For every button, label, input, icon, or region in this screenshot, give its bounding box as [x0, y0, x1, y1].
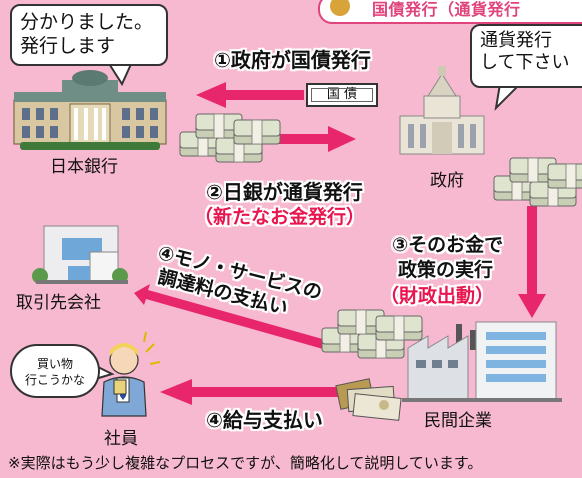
banner-title: 国債発行（通貨発行: [372, 0, 521, 19]
label-supplier: 取引先会社: [16, 293, 101, 313]
money-bundle-icon: [322, 310, 422, 358]
boj-speech-bubble: 分かりました。 発行します: [10, 4, 168, 66]
step-2-subcaption: （新たなお金発行）: [194, 206, 366, 228]
label-company: 民間企業: [424, 411, 492, 431]
government-bond-slip: 国 債: [306, 83, 378, 107]
supplier-building-icon: [32, 225, 128, 284]
employee-icon: [101, 331, 161, 417]
step-2-caption: ②日銀が通貨発行: [206, 180, 363, 204]
boj-building-icon: [13, 70, 167, 150]
title-banner: [318, 0, 582, 24]
employee-bubble-line1: 買い物: [36, 357, 73, 371]
government-building-icon: [399, 66, 485, 155]
step-3-subcaption: （財政出動）: [380, 285, 495, 307]
money-bundle-icon: [180, 114, 280, 162]
label-employee: 社員: [104, 429, 138, 449]
boj-bubble-line1: 分かりました。: [20, 11, 154, 33]
gov-bubble-line2: して下さい: [480, 52, 570, 73]
gov-bubble-line1: 通貨発行: [480, 30, 552, 51]
label-government: 政府: [430, 171, 464, 191]
footnote: ※実際はもう少し複雑なプロセスですが、簡略化して説明しています。: [8, 454, 483, 472]
factory-building-icon: [402, 321, 562, 402]
employee-bubble-line2: 行こうかな: [24, 373, 85, 387]
label-boj: 日本銀行: [50, 157, 118, 177]
step-3-caption-line1: ③そのお金で: [392, 234, 504, 256]
money-bundle-icon: [494, 158, 582, 206]
banknotes-icon: [335, 378, 402, 421]
step-1-caption: ①政府が国債発行: [214, 48, 371, 72]
gov-speech-bubble: 通貨発行 して下さい: [470, 24, 582, 88]
employee-speech-bubble: 買い物 行こうかな: [10, 344, 100, 398]
step-3-caption-line2: 政策の実行: [398, 259, 494, 281]
banner-coin-icon: [330, 0, 350, 16]
boj-bubble-line2: 発行します: [20, 35, 116, 57]
step-4b-caption: ④給与支払い: [206, 408, 323, 432]
